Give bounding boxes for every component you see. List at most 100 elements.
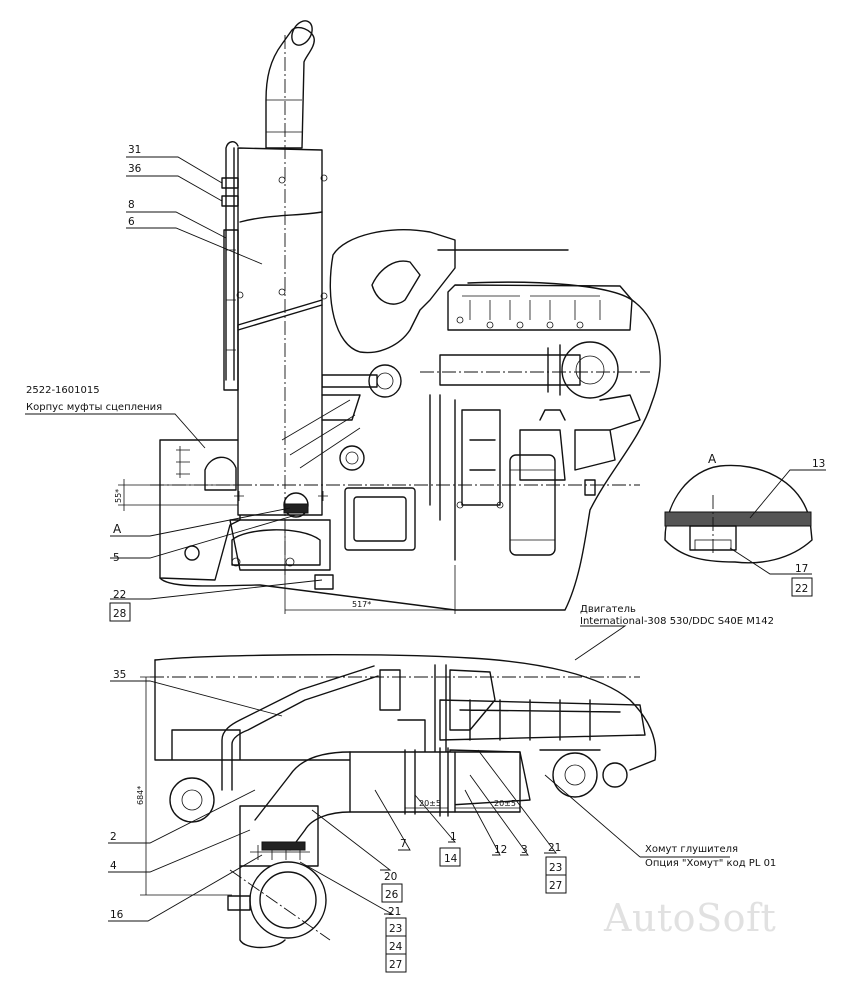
leader-20 xyxy=(311,809,392,871)
callout-6: 6 xyxy=(128,216,135,228)
callout-7: 7 xyxy=(400,838,407,850)
box-14 xyxy=(439,847,461,867)
leader-31 xyxy=(126,156,223,184)
leader-7 xyxy=(374,789,411,851)
callout-21b: 21 xyxy=(388,906,401,918)
box-22b xyxy=(791,577,813,597)
engine-model: International-308 530/DDC S40E M142 xyxy=(580,616,774,627)
leader-17 xyxy=(729,547,812,575)
outlet-centerline xyxy=(229,869,331,941)
leader-16 xyxy=(108,854,263,922)
shaft-hub-inner xyxy=(376,372,394,390)
engine-front-structure xyxy=(379,664,447,761)
clamp-option: Опция "Хомут" код PL 01 xyxy=(645,858,776,869)
drain-bolt-5-head xyxy=(283,503,309,514)
engine-right-components xyxy=(574,394,641,496)
exhaust-outlet-tube xyxy=(227,865,286,949)
flywheel-housing xyxy=(329,229,456,354)
callout-27b: 27 xyxy=(389,959,402,971)
bottom-view: 684* 20±5 20±5 xyxy=(108,625,730,973)
callout-A: A xyxy=(113,522,122,536)
muffler-crossmarks xyxy=(234,491,328,501)
oil-filter xyxy=(509,454,556,556)
muffler-lower-tube xyxy=(237,299,323,516)
leader-22 xyxy=(110,579,323,600)
leader-clamp xyxy=(544,774,730,858)
bracket-bolts xyxy=(250,845,310,860)
bell-lower-shape xyxy=(231,529,321,566)
callout-23a: 23 xyxy=(549,862,562,874)
clutch-housing-outline xyxy=(159,439,241,581)
leader-4 xyxy=(108,829,251,873)
engine-cylinder-head xyxy=(462,295,601,320)
view-a-label: A xyxy=(708,452,717,466)
callout-17: 17 xyxy=(795,563,808,575)
leader-engine xyxy=(574,625,627,661)
frame-rail xyxy=(154,659,351,761)
leader-21b xyxy=(299,861,394,915)
callout-16: 16 xyxy=(110,909,124,921)
support-ring-left-inner xyxy=(181,789,203,811)
engine-label: Двигатель xyxy=(580,604,636,615)
callout-23b: 23 xyxy=(389,923,402,935)
box-27b xyxy=(385,953,407,973)
turbo-side xyxy=(552,752,598,798)
dim-517-text: 517* xyxy=(352,600,371,609)
dim-20a-text: 20±5 xyxy=(419,799,441,808)
leader-8 xyxy=(126,211,227,239)
engine-bolt-1 xyxy=(456,316,464,324)
callout-35: 35 xyxy=(113,669,126,681)
shaft-hub xyxy=(368,364,402,398)
muffler-diagonal xyxy=(237,211,323,331)
callout-31: 31 xyxy=(128,144,141,156)
engine-side-block xyxy=(439,699,646,741)
callout-22b: 22 xyxy=(795,583,808,595)
housing-boss-inner xyxy=(345,451,359,465)
callout-8: 8 xyxy=(128,199,135,211)
engine-side-outline xyxy=(154,653,657,771)
exhaust-outlet-seam xyxy=(266,99,302,133)
housing-boss xyxy=(339,445,365,471)
leader-A xyxy=(110,507,291,537)
dim-517-lines xyxy=(284,520,456,614)
callout-28: 28 xyxy=(113,608,126,620)
exhaust-outlet-tip xyxy=(291,20,313,46)
turbocharger-inner xyxy=(575,355,605,385)
callout-4: 4 xyxy=(110,860,117,872)
callout-13: 13 xyxy=(812,458,825,470)
engine-manifold xyxy=(449,669,496,731)
callout-3: 3 xyxy=(521,844,528,856)
callout-36: 36 xyxy=(128,163,142,175)
bracket-plate xyxy=(239,805,319,867)
engine-outline xyxy=(437,249,661,611)
top-view: 55* 517* xyxy=(25,20,661,622)
exhaust-outlet-pipe xyxy=(265,26,315,149)
side-clamp-31 xyxy=(221,177,239,189)
lower-bolt-left xyxy=(184,545,200,561)
callout-2: 2 xyxy=(110,831,117,843)
inspection-flange-inner xyxy=(353,496,407,542)
leader-6 xyxy=(126,227,263,265)
engine-intake-pipe xyxy=(439,344,581,396)
callout-5: 5 xyxy=(113,552,120,564)
dim-684-lines xyxy=(140,676,232,896)
inspection-flange xyxy=(344,487,416,551)
engine-bolt-4 xyxy=(546,321,554,329)
callout-20: 20 xyxy=(384,871,397,883)
side-clamp-36 xyxy=(221,195,239,207)
leader-12 xyxy=(464,789,501,856)
leader-36 xyxy=(126,175,223,202)
view-a-detail xyxy=(664,464,826,597)
exhaust-outlet-round xyxy=(249,861,327,939)
muffler-body xyxy=(237,147,323,329)
engine-bolt-3 xyxy=(516,321,524,329)
view-a-plate xyxy=(664,511,812,527)
box-27a xyxy=(545,874,567,894)
bell-boss-right xyxy=(285,557,295,567)
callout-26: 26 xyxy=(385,889,399,901)
muffler-rivet-3 xyxy=(236,291,244,299)
muffler-clamp-bands xyxy=(404,747,449,817)
muffler-rivet-4 xyxy=(320,174,328,182)
leader-3 xyxy=(469,774,529,856)
